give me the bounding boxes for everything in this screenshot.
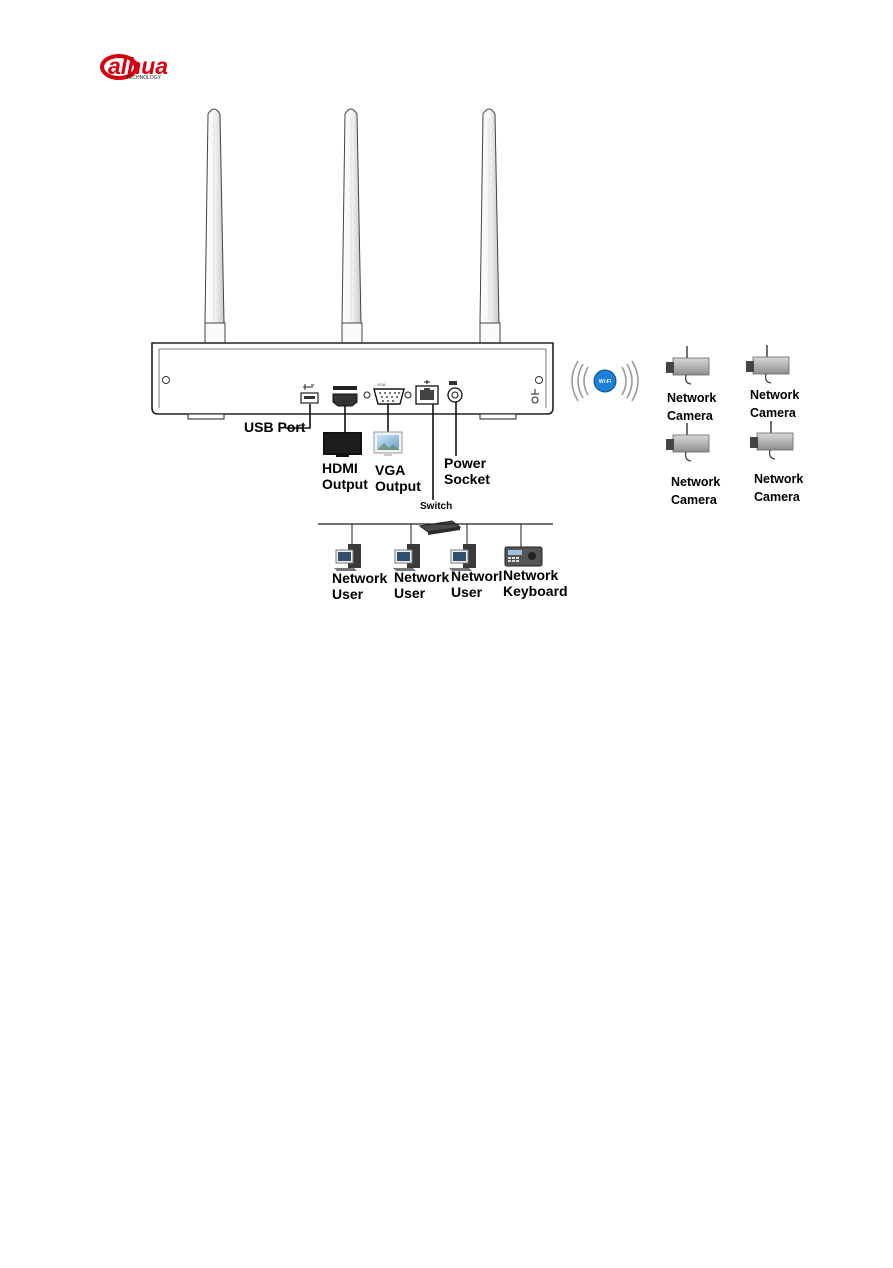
network-user-label: Network User — [394, 569, 450, 601]
antenna-middle — [341, 108, 363, 380]
power-socket-line2: Socket — [444, 470, 490, 487]
vga-output-line2: Output — [375, 477, 421, 494]
network-camera-label: Network Camera — [754, 470, 803, 506]
svg-text:VGA: VGA — [377, 382, 386, 387]
network-user-line1: Networl — [451, 568, 503, 584]
usb-port-icon — [300, 384, 319, 404]
switch-icon — [418, 520, 462, 535]
network-camera-icon — [666, 423, 710, 462]
wifi-signal-icon: Wi-Fi — [571, 360, 639, 402]
nvr-rear-panel — [151, 342, 554, 420]
logo-text: alhua — [108, 53, 168, 79]
network-user-label: Networl User — [451, 568, 503, 600]
power-socket-line1: Power — [444, 455, 487, 471]
network-user-pc-icon — [449, 544, 476, 571]
vga-monitor-icon — [373, 431, 403, 456]
network-user-pc-icon — [334, 544, 361, 571]
antenna-left — [204, 108, 226, 380]
port-leader-lines — [285, 402, 457, 500]
network-camera-label: Network Camera — [671, 473, 720, 509]
network-camera-label: Network Camera — [750, 386, 799, 422]
hdmi-output-line1: HDMI — [322, 460, 358, 476]
hdmi-port-icon — [332, 386, 358, 407]
network-user-line2: User — [451, 583, 483, 600]
hdmi-output-label: HDMI Output — [322, 460, 368, 492]
switch-label: Switch — [420, 501, 453, 512]
network-camera-line1: Network — [667, 391, 717, 405]
vga-output-label: VGA Output — [375, 462, 421, 494]
vga-output-line1: VGA — [375, 462, 406, 478]
network-user-line2: User — [394, 584, 426, 601]
network-user-line1: Network — [332, 570, 388, 586]
network-keyboard-line2: Keyboard — [503, 582, 568, 599]
power-socket-icon — [447, 381, 463, 403]
network-bus — [318, 523, 553, 547]
logo-tagline: TECHNOLOGY — [126, 75, 162, 81]
network-camera-line1: Network — [671, 475, 721, 489]
network-keyboard-icon — [504, 546, 543, 567]
network-camera-icon — [666, 346, 710, 385]
network-user-label: Network User — [332, 570, 388, 602]
power-socket-label: Power Socket — [444, 455, 490, 487]
usb-port-label: USB Port — [244, 419, 306, 435]
network-camera-line1: Network — [754, 472, 804, 486]
wifi-label: Wi-Fi — [599, 379, 612, 385]
network-user-pc-icon — [393, 544, 420, 571]
network-keyboard-label: Network Keyboard — [503, 567, 568, 599]
antenna-right — [479, 108, 501, 380]
dahua-logo: alhua TECHNOLOGY — [100, 53, 168, 81]
ground-icon — [531, 389, 539, 404]
ethernet-port-icon — [415, 380, 439, 405]
network-camera-line2: Camera — [667, 409, 713, 424]
network-user-line2: User — [332, 585, 364, 602]
network-user-line1: Network — [394, 569, 450, 585]
network-camera-line2: Camera — [671, 493, 717, 508]
network-camera-icon — [746, 345, 790, 384]
network-camera-label: Network Camera — [667, 389, 716, 425]
network-camera-line2: Camera — [754, 490, 800, 505]
network-keyboard-line1: Network — [503, 567, 559, 583]
vga-port-icon: VGA — [363, 382, 412, 405]
hdmi-output-line2: Output — [322, 475, 368, 492]
network-camera-line2: Camera — [750, 406, 796, 421]
network-camera-line1: Network — [750, 388, 800, 402]
network-camera-icon — [750, 421, 794, 460]
hdmi-monitor-icon — [323, 432, 362, 457]
